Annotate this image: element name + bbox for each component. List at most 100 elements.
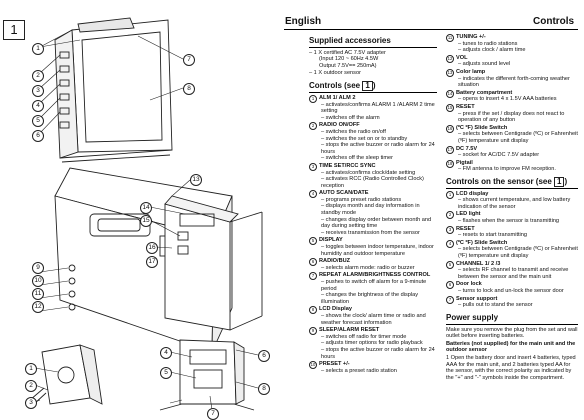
control-item-title: REPEAT ALARM/BRIGHTNESS CONTROL — [319, 272, 431, 279]
control-item-description: – selects a preset radio station — [321, 367, 397, 374]
item-number-badge: 10 — [309, 361, 317, 370]
control-item-description: – tunes to radio stations — [458, 40, 518, 47]
callout-mid-13: 13 — [190, 174, 202, 186]
control-item-description: – activates RCC (Radio Controlled Clock)… — [321, 176, 424, 189]
control-item: 4(ºC ºF) Slide Switch– selects between C… — [446, 239, 578, 260]
item-number-badge: 5 — [309, 237, 317, 246]
control-item-description: – selects RF channel to transmit and rec… — [458, 267, 569, 280]
control-item-description: – toggles between indoor temperature, in… — [321, 244, 434, 257]
control-item-title: PRESET +/- — [319, 361, 350, 368]
control-item-description: – opens to insert 4 x 1.5V AAA batteries — [458, 96, 557, 103]
control-item-title: RADIO ON/OFF — [319, 122, 360, 129]
item-number-badge: 3 — [309, 162, 317, 171]
callout-top-5: 5 — [32, 115, 44, 127]
control-item-title: AUTO SCAN/DATE — [319, 190, 369, 197]
control-item-title: DISPLAY — [319, 237, 343, 244]
item-number-badge: 15 — [446, 103, 454, 112]
item-number-badge: 11 — [446, 34, 454, 42]
control-item-description: – changes the brightness of the display … — [321, 292, 419, 305]
item-number-badge: 2 — [446, 211, 454, 220]
section-rule — [446, 323, 578, 325]
item-number-badge: 6 — [309, 258, 317, 267]
item-number-badge: 2 — [309, 122, 317, 131]
callout-mid-15: 15 — [140, 215, 152, 227]
item-number-badge: 7 — [446, 295, 454, 304]
language-heading: English — [285, 16, 322, 27]
supplied-item: – 1 X outdoor sensor — [309, 69, 361, 76]
item-number-badge: 6 — [446, 281, 454, 290]
control-item-title: Door lock — [456, 281, 482, 288]
item-number-badge: 4 — [309, 190, 317, 199]
control-item-title: Sensor support — [456, 295, 498, 302]
control-item-description: – FM antenna to improve FM reception. — [458, 166, 556, 173]
supplied-accessories-list: – 1 X certified AC 7.5V adapter(Input 12… — [309, 50, 437, 76]
control-item-description: – shows the clock/ alarm time or radio a… — [321, 312, 426, 326]
supplied-item: (Input 120 ~ 60Hz 4.5W — [319, 56, 379, 63]
sensor-back-drawing — [159, 339, 255, 411]
control-item-title: Pigtail — [456, 159, 473, 166]
control-item-description: – pulls out to stand the sensor — [458, 302, 533, 309]
control-item-title: LCD Display — [319, 306, 352, 313]
section-rule — [446, 187, 578, 189]
callout-sensor-6: 6 — [258, 350, 270, 362]
callout-mid-16: 16 — [146, 242, 158, 254]
control-item-description: – indicates the different forth-coming w… — [458, 75, 570, 89]
item-number-badge: 5 — [446, 260, 454, 269]
supplied-accessories-title: Supplied accessories — [309, 36, 391, 45]
control-item-description: – changes display order between month an… — [321, 216, 432, 230]
controls-title: Controls (see 1) — [309, 81, 376, 92]
item-number-badge: 1 — [309, 94, 317, 103]
callout-mid-14: 14 — [140, 202, 152, 214]
callout-sensor-5: 5 — [160, 367, 172, 379]
clock-radio-front-drawing — [54, 17, 173, 163]
control-item-title: LED light — [456, 211, 481, 218]
control-item-title: LCD display — [456, 190, 489, 197]
control-item-description: – socket for AC/DC 7.5V adapter — [458, 152, 540, 159]
item-number-badge: 8 — [309, 306, 317, 315]
control-item-description: – receives transmission from the sensor — [321, 229, 420, 236]
control-item-description: – press if the set / display does not re… — [458, 110, 565, 124]
control-item-title: Color lamp — [456, 68, 486, 75]
power-supply-title: Power supply — [446, 312, 499, 322]
control-item-description: – adjusts clock / alarm time — [458, 47, 526, 54]
callout-mid-17: 17 — [146, 256, 158, 268]
callout-sensor-1: 1 — [25, 363, 37, 375]
control-item-title: DC 7.5V — [456, 145, 478, 152]
callout-top-3: 3 — [32, 85, 44, 97]
figure-number-box: 1 — [3, 20, 25, 40]
control-item-description: – switches off radio for timer mode — [321, 333, 407, 340]
control-item-title: (ºC ºF) Slide Switch — [456, 239, 508, 246]
control-item-description: – flashes when the sensor is transmittin… — [458, 218, 560, 225]
callout-top-1: 1 — [32, 43, 44, 55]
callout-top-4: 4 — [32, 100, 44, 112]
control-item-description: – programs preset radio stations — [321, 196, 402, 203]
callout-sensor-4: 4 — [160, 347, 172, 359]
item-number-badge: 9 — [309, 327, 317, 336]
control-item-description: – switches the set on or to standby — [321, 135, 408, 142]
control-item-title: Battery compartment — [456, 89, 513, 96]
control-item-title: VOL — [456, 54, 468, 61]
control-item-title: RESET — [456, 225, 475, 232]
callout-sensor-8: 8 — [258, 383, 270, 395]
callout-mid-11: 11 — [32, 288, 44, 300]
callout-top-2: 2 — [32, 70, 44, 82]
control-item-description: – resets to start transmitting — [458, 232, 528, 239]
control-item-title: TIME SET/RCC SYNC — [319, 162, 376, 169]
section-heading: Controls — [533, 16, 575, 27]
control-item-title: RESET — [456, 103, 475, 110]
